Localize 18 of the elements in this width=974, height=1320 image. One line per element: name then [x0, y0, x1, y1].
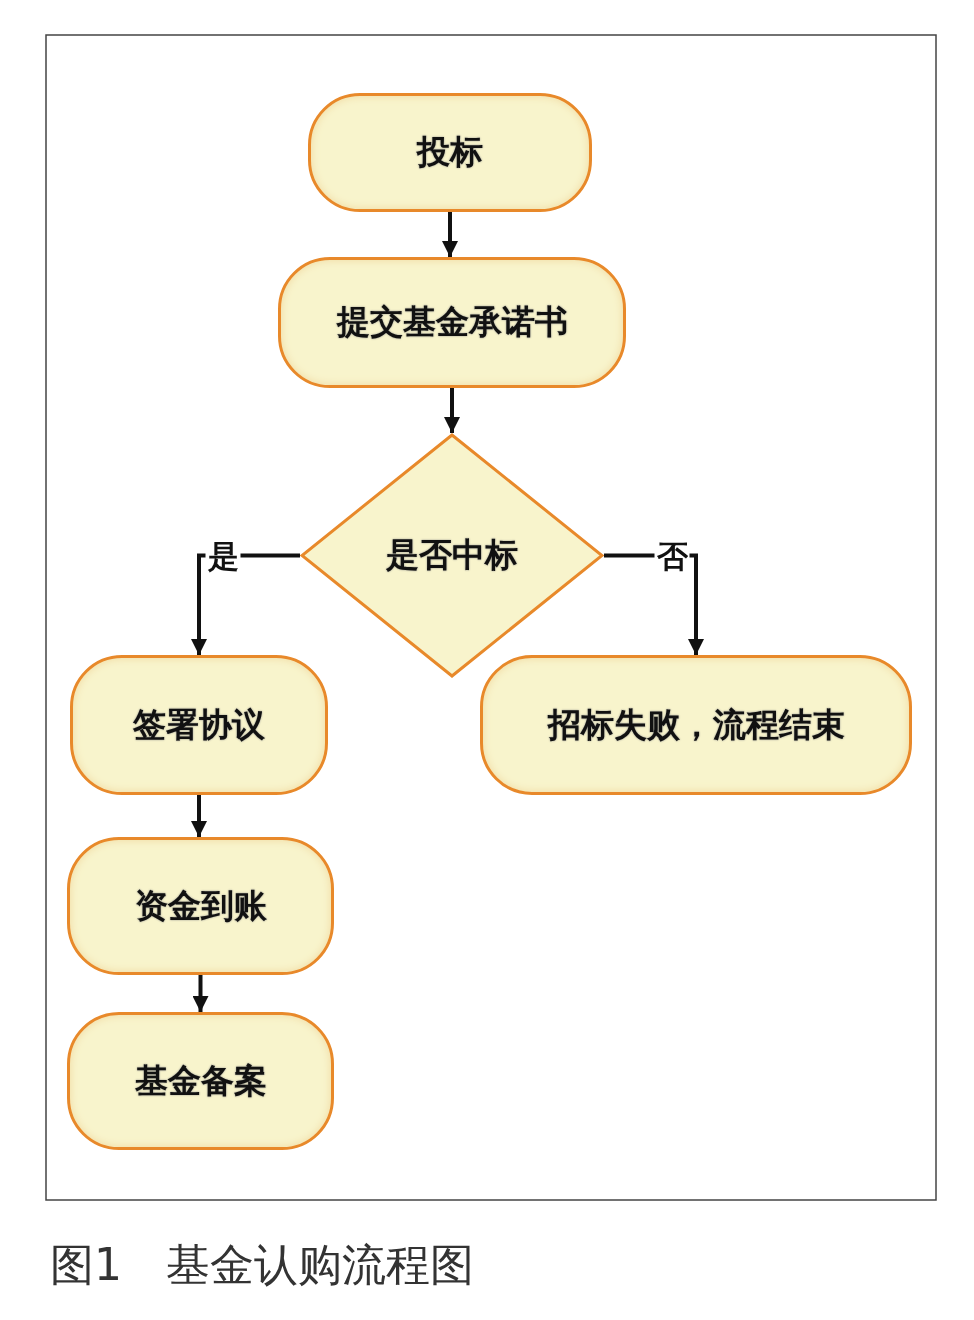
process-box — [67, 1012, 334, 1150]
node-text: 资金到账 — [134, 884, 267, 927]
process-box — [480, 655, 912, 795]
arrow — [192, 975, 209, 1012]
process-box — [70, 655, 328, 795]
process-box — [67, 837, 334, 975]
node-text: 签署协议 — [133, 703, 265, 746]
decision-diamond — [300, 433, 604, 678]
node-text: 提交基金承诺书 — [336, 301, 568, 343]
arrow — [191, 795, 207, 837]
node-text: 基金备案 — [134, 1059, 267, 1102]
node-text: 是否中标 — [386, 534, 518, 576]
process-box — [278, 257, 626, 388]
figure-caption: 图1 基金认购流程图 — [50, 1238, 474, 1292]
node-text: 招标失败，流程结束 — [547, 703, 845, 746]
node-text: 投标 — [417, 131, 483, 173]
arrow — [442, 212, 458, 257]
arrow — [444, 388, 460, 433]
